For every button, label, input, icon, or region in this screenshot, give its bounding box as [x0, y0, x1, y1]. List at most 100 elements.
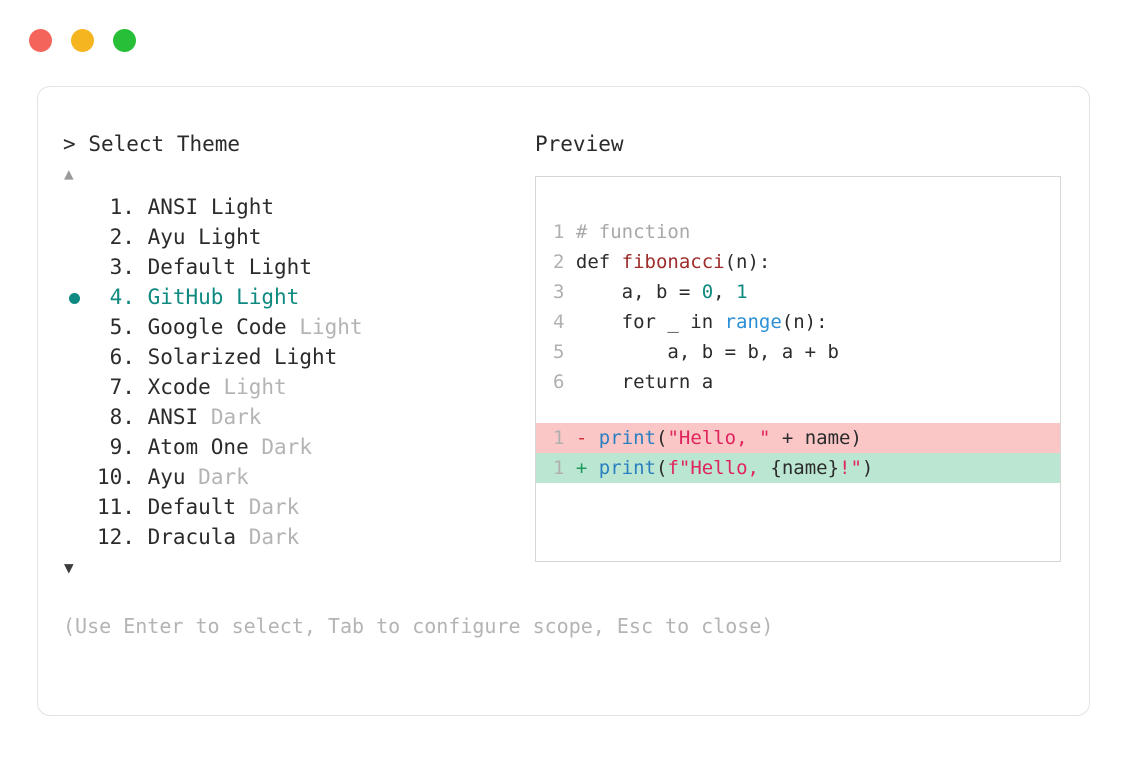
code-token: + name) — [770, 427, 862, 449]
code-token: range — [724, 311, 782, 333]
theme-item-name: Solarized — [147, 345, 262, 369]
theme-list-item[interactable]: 1. ANSI Light — [63, 192, 533, 222]
code-token: {name} — [770, 457, 840, 479]
page-title: Select Theme — [88, 132, 241, 156]
theme-list-item[interactable]: 9. Atom One Dark — [63, 432, 533, 462]
code-line: 1 # function — [536, 217, 1060, 247]
theme-item-name: GitHub — [147, 285, 224, 309]
diff-line-del: 1- print("Hello, " + name) — [536, 423, 1060, 453]
code-token: ) — [861, 457, 874, 479]
theme-item-number: 12. — [97, 525, 135, 549]
theme-item-number: 9. — [109, 435, 135, 459]
code-token: fibonacci — [621, 251, 725, 273]
theme-list-item[interactable]: 11. Default Dark — [63, 492, 533, 522]
theme-list-item[interactable]: 6. Solarized Light — [63, 342, 533, 372]
line-number: 6 — [553, 371, 565, 393]
theme-item-name: ANSI — [147, 195, 199, 219]
code-token: return a — [575, 371, 714, 393]
code-token: (n): — [781, 311, 828, 333]
theme-list-item[interactable]: 12. Dracula Dark — [63, 522, 533, 552]
code-token: ( — [655, 427, 668, 449]
theme-item-variant: Light — [236, 285, 300, 309]
code-token: (n): — [724, 251, 771, 273]
diff-marker: - — [575, 427, 588, 449]
theme-item-variant: Dark — [248, 495, 300, 519]
prompt-caret-icon: > — [63, 132, 76, 156]
code-line: 3 a, b = 0, 1 — [536, 277, 1060, 307]
line-number: 1 — [553, 457, 565, 479]
theme-item-number: 5. — [109, 315, 135, 339]
theme-item-variant: Light — [210, 195, 275, 219]
line-number: 2 — [553, 251, 565, 273]
theme-list-item[interactable]: 2. Ayu Light — [63, 222, 533, 252]
theme-item-number: 11. — [97, 495, 135, 519]
code-token: # function — [575, 221, 691, 243]
theme-list-item[interactable]: 3. Default Light — [63, 252, 533, 282]
line-number: 1 — [553, 427, 565, 449]
line-number: 1 — [553, 221, 565, 243]
code-token: !" — [839, 457, 862, 479]
theme-item-name: Ayu — [147, 465, 186, 489]
theme-item-name: Google Code — [147, 315, 287, 339]
theme-item-number: 3. — [109, 255, 135, 279]
code-token: 1 — [736, 281, 748, 303]
theme-item-variant: Light — [248, 255, 312, 279]
line-number: 4 — [553, 311, 565, 333]
theme-list-item[interactable]: 4. GitHub Light — [63, 282, 533, 312]
code-token: print — [598, 457, 656, 479]
line-number: 3 — [553, 281, 565, 303]
theme-item-name: ANSI — [147, 405, 199, 429]
theme-list-item[interactable]: 8. ANSI Dark — [63, 402, 533, 432]
prompt-row: > Select Theme — [63, 129, 533, 159]
code-token: "Hello, " — [667, 427, 771, 449]
theme-item-variant: Dark — [248, 525, 300, 549]
window-titlebar — [0, 0, 1129, 74]
selected-bullet-icon — [69, 293, 80, 304]
theme-list-item[interactable]: 10. Ayu Dark — [63, 462, 533, 492]
theme-item-number: 6. — [109, 345, 135, 369]
code-spacer — [536, 397, 1060, 423]
code-token: 0 — [701, 281, 714, 303]
theme-item-variant: Light — [198, 225, 262, 249]
window-maximize-button[interactable] — [113, 29, 136, 52]
line-number: 5 — [553, 341, 565, 363]
theme-item-name: Atom One — [147, 435, 249, 459]
preview-label: Preview — [535, 132, 624, 156]
theme-item-number: 10. — [97, 465, 135, 489]
window-minimize-button[interactable] — [71, 29, 94, 52]
diff-line-add: 1+ print(f"Hello, {name}!") — [536, 453, 1060, 483]
theme-list-item[interactable]: 7. Xcode Light — [63, 372, 533, 402]
theme-item-variant: Dark — [210, 405, 262, 429]
window-close-button[interactable] — [29, 29, 52, 52]
code-token: for _ in — [575, 311, 725, 333]
code-token: ( — [655, 457, 668, 479]
code-line: 6 return a — [536, 367, 1060, 397]
scroll-down-arrow-icon[interactable]: ▼ — [64, 558, 74, 577]
code-token: a, b = b, a + b — [575, 341, 839, 363]
theme-item-variant: Dark — [198, 465, 249, 489]
theme-list-item[interactable]: 5. Google Code Light — [63, 312, 533, 342]
theme-item-number: 1. — [109, 195, 135, 219]
code-token: f"Hello, — [667, 457, 771, 479]
theme-item-number: 2. — [109, 225, 135, 249]
diff-body: 1- print("Hello, " + name)1+ print(f"Hel… — [536, 423, 1060, 483]
theme-item-name: Dracula — [147, 525, 237, 549]
theme-item-name: Xcode — [147, 375, 211, 399]
code-token: , — [713, 281, 737, 303]
theme-item-variant: Light — [223, 375, 287, 399]
scroll-up-arrow-icon[interactable]: ▲ — [64, 164, 74, 183]
theme-item-number: 8. — [109, 405, 135, 429]
code-token: print — [598, 427, 656, 449]
theme-item-variant: Dark — [261, 435, 312, 459]
code-token: a, b = — [575, 281, 702, 303]
theme-item-name: Default — [147, 255, 237, 279]
theme-item-number: 4. — [109, 285, 135, 309]
code-line: 4 for _ in range(n): — [536, 307, 1060, 337]
keyboard-hint: (Use Enter to select, Tab to configure s… — [63, 614, 774, 638]
